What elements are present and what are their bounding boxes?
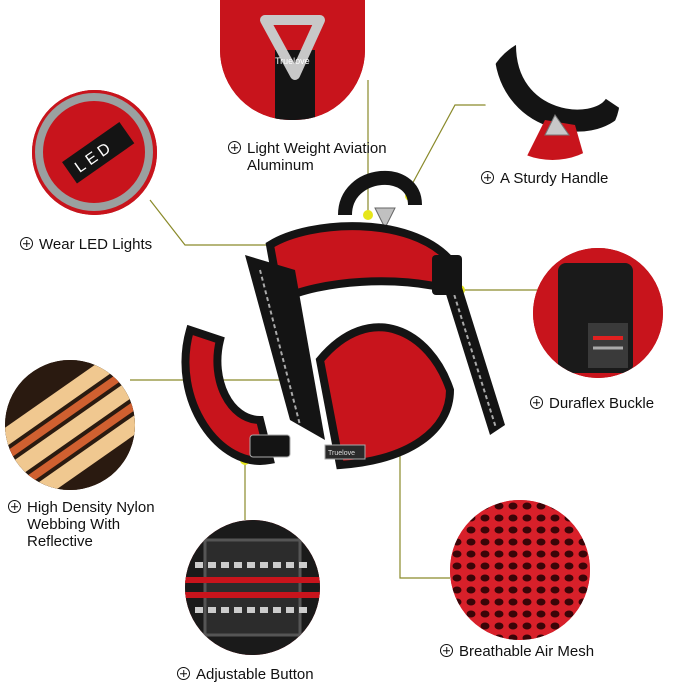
- button-text: Adjustable Button: [196, 666, 314, 683]
- mesh-text: Breathable Air Mesh: [459, 643, 595, 660]
- callout-led: Wear LED Lights: [20, 236, 152, 253]
- aviation-clip-image: Truelove: [220, 0, 365, 120]
- webbing-line2: Webbing With: [27, 516, 121, 533]
- led-text: Wear LED Lights: [39, 236, 153, 253]
- callout-handle: A Sturdy Handle: [481, 170, 608, 187]
- adjustable-button-image: [185, 520, 320, 655]
- handle-image: [485, 35, 620, 160]
- reflective-webbing-image: [5, 360, 135, 490]
- aviation-line2: Aluminum: [247, 157, 314, 174]
- callout-mesh: Breathable Air Mesh: [440, 643, 594, 660]
- dot-aviation: [363, 210, 373, 220]
- harness-image: Truelove: [181, 170, 505, 470]
- plus-circle-icon: [440, 644, 453, 657]
- buckle-image: [533, 248, 663, 378]
- buckle-text: Duraflex Buckle: [549, 395, 655, 412]
- brand-tag-text: Truelove: [328, 450, 355, 457]
- plus-circle-icon: [530, 396, 543, 409]
- plus-circle-icon: [228, 141, 241, 154]
- aviation-line1: Light Weight Aviation: [247, 140, 387, 157]
- webbing-line1: High Density Nylon: [27, 499, 155, 516]
- callout-aviation: Light Weight Aviation Aluminum: [228, 140, 387, 174]
- led-tag-image: LED: [32, 90, 157, 215]
- callout-buckle: Duraflex Buckle: [530, 395, 654, 412]
- air-mesh-image: [450, 500, 590, 640]
- plus-circle-icon: [481, 171, 494, 184]
- callout-button: Adjustable Button: [177, 666, 314, 683]
- clip-brand-text: Truelove: [275, 56, 310, 66]
- handle-text: A Sturdy Handle: [500, 170, 609, 187]
- webbing-line3: Reflective: [27, 533, 93, 550]
- plus-circle-icon: [177, 667, 190, 680]
- plus-circle-icon: [20, 237, 33, 250]
- plus-circle-icon: [8, 500, 21, 513]
- callout-webbing: High Density Nylon Webbing With Reflecti…: [8, 499, 155, 550]
